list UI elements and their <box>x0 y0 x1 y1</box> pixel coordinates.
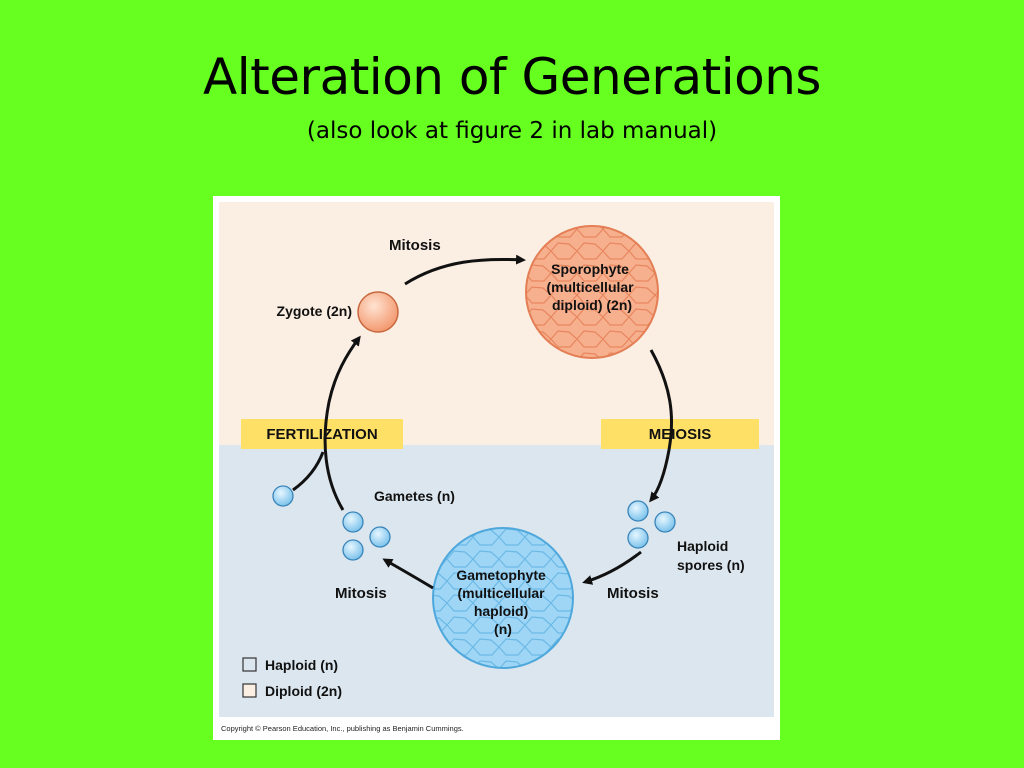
life-cycle-figure: Sporophyte (multicellular diploid) (2n) … <box>213 196 780 740</box>
arrow-fertilization <box>323 335 361 511</box>
legend-diploid-swatch <box>242 683 257 698</box>
fertilization-banner <box>241 419 403 449</box>
spore <box>627 500 649 522</box>
mitosis-left-label: Mitosis <box>335 585 387 602</box>
gamete <box>272 485 294 507</box>
arrow-zygote-to-sporophyte <box>404 254 526 286</box>
sporophyte-cell <box>525 225 659 359</box>
legend-haploid-swatch <box>242 657 257 672</box>
gametes-label: Gametes (n) <box>374 488 455 504</box>
gamete <box>342 511 364 533</box>
zygote-label: Zygote (2n) <box>277 303 352 319</box>
mitosis-top-label: Mitosis <box>389 237 441 254</box>
zygote-cell <box>357 291 399 333</box>
legend-diploid-label: Diploid (2n) <box>265 683 342 699</box>
arrow-gamete-join <box>292 451 325 492</box>
arrow-sporophyte-to-spores <box>649 349 674 503</box>
arrow-spores-to-gametophyte <box>582 550 642 585</box>
legend-haploid-label: Haploid (n) <box>265 657 338 673</box>
sporophyte-label: Sporophyte (multicellular diploid) (2n) <box>546 261 637 313</box>
spore <box>654 511 676 533</box>
gamete <box>369 526 391 548</box>
copyright-credit: Copyright © Pearson Education, Inc., pub… <box>221 724 464 733</box>
meiosis-banner <box>601 419 759 449</box>
gametophyte-cell <box>432 527 574 669</box>
fertilization-label: FERTILIZATION <box>266 426 377 443</box>
slide-subtitle: (also look at figure 2 in lab manual) <box>306 118 718 144</box>
gamete <box>342 539 364 561</box>
arrow-gametophyte-to-gametes <box>382 558 434 590</box>
gametophyte-label: Gametophyte (multicellular haploid) (n) <box>456 567 549 637</box>
spore <box>627 527 649 549</box>
life-cycle-diagram: Sporophyte (multicellular diploid) (2n) … <box>219 202 774 733</box>
slide-title: Alteration of Generations <box>203 48 821 106</box>
haploid-spores-label: Haploid spores (n) <box>677 538 745 573</box>
mitosis-right-label: Mitosis <box>607 585 659 602</box>
diploid-zone <box>219 202 774 445</box>
meiosis-label: MEIOSIS <box>649 426 712 443</box>
